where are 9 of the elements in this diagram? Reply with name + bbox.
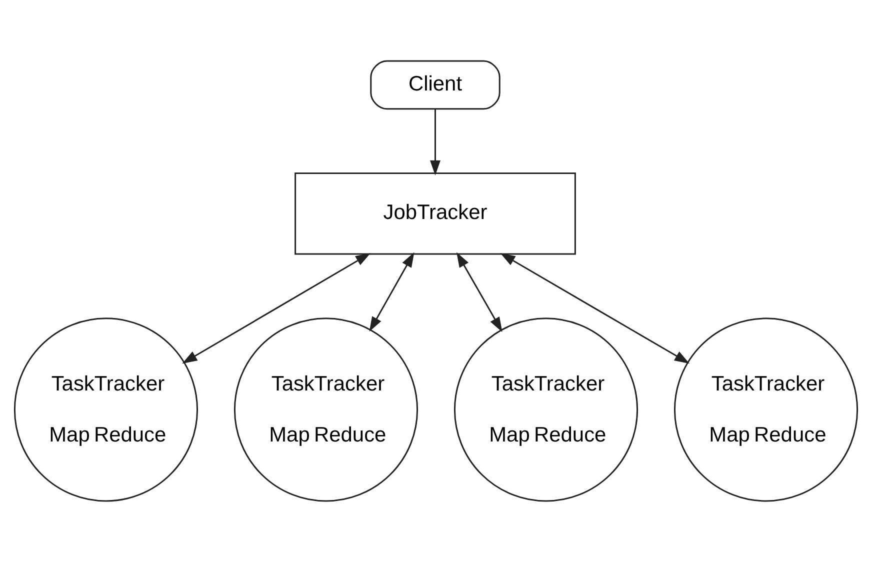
arrow <box>456 252 502 332</box>
node-circle: TaskTracker Map Reduce <box>234 317 418 502</box>
arrow <box>500 252 690 364</box>
node-circle: TaskTracker Map Reduce <box>454 317 638 502</box>
arrow <box>430 108 440 175</box>
arrow <box>182 252 371 364</box>
arrow <box>369 252 414 332</box>
node-box: JobTracker <box>294 172 576 254</box>
node-box: Client <box>370 60 500 110</box>
